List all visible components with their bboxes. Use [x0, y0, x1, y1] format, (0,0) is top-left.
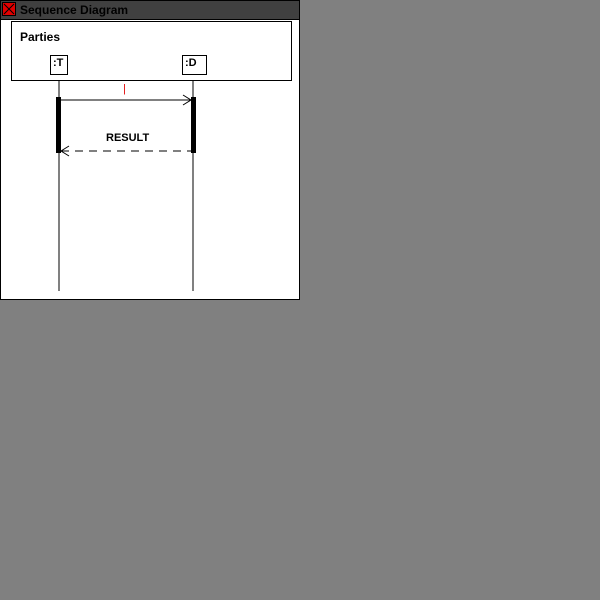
party-d[interactable]: :D — [182, 55, 207, 75]
parties-panel: Parties :T :D — [11, 21, 292, 81]
message-return-arrowhead — [60, 145, 70, 157]
activation-bar-t — [56, 97, 61, 153]
message-call-arrowhead — [182, 94, 192, 106]
message-return-label: RESULT — [106, 132, 150, 144]
window-title: Sequence Diagram — [20, 3, 129, 17]
close-icon[interactable] — [2, 2, 16, 16]
parties-label: Parties — [20, 30, 61, 44]
activation-bar-d — [191, 97, 196, 153]
party-t[interactable]: :T — [50, 55, 68, 75]
message-call-label: | — [123, 83, 126, 95]
titlebar: Sequence Diagram — [1, 1, 299, 20]
sequence-canvas — [56, 80, 196, 291]
sequence-diagram-window: Sequence Diagram Parties :T :D | RESULT — [0, 0, 300, 300]
